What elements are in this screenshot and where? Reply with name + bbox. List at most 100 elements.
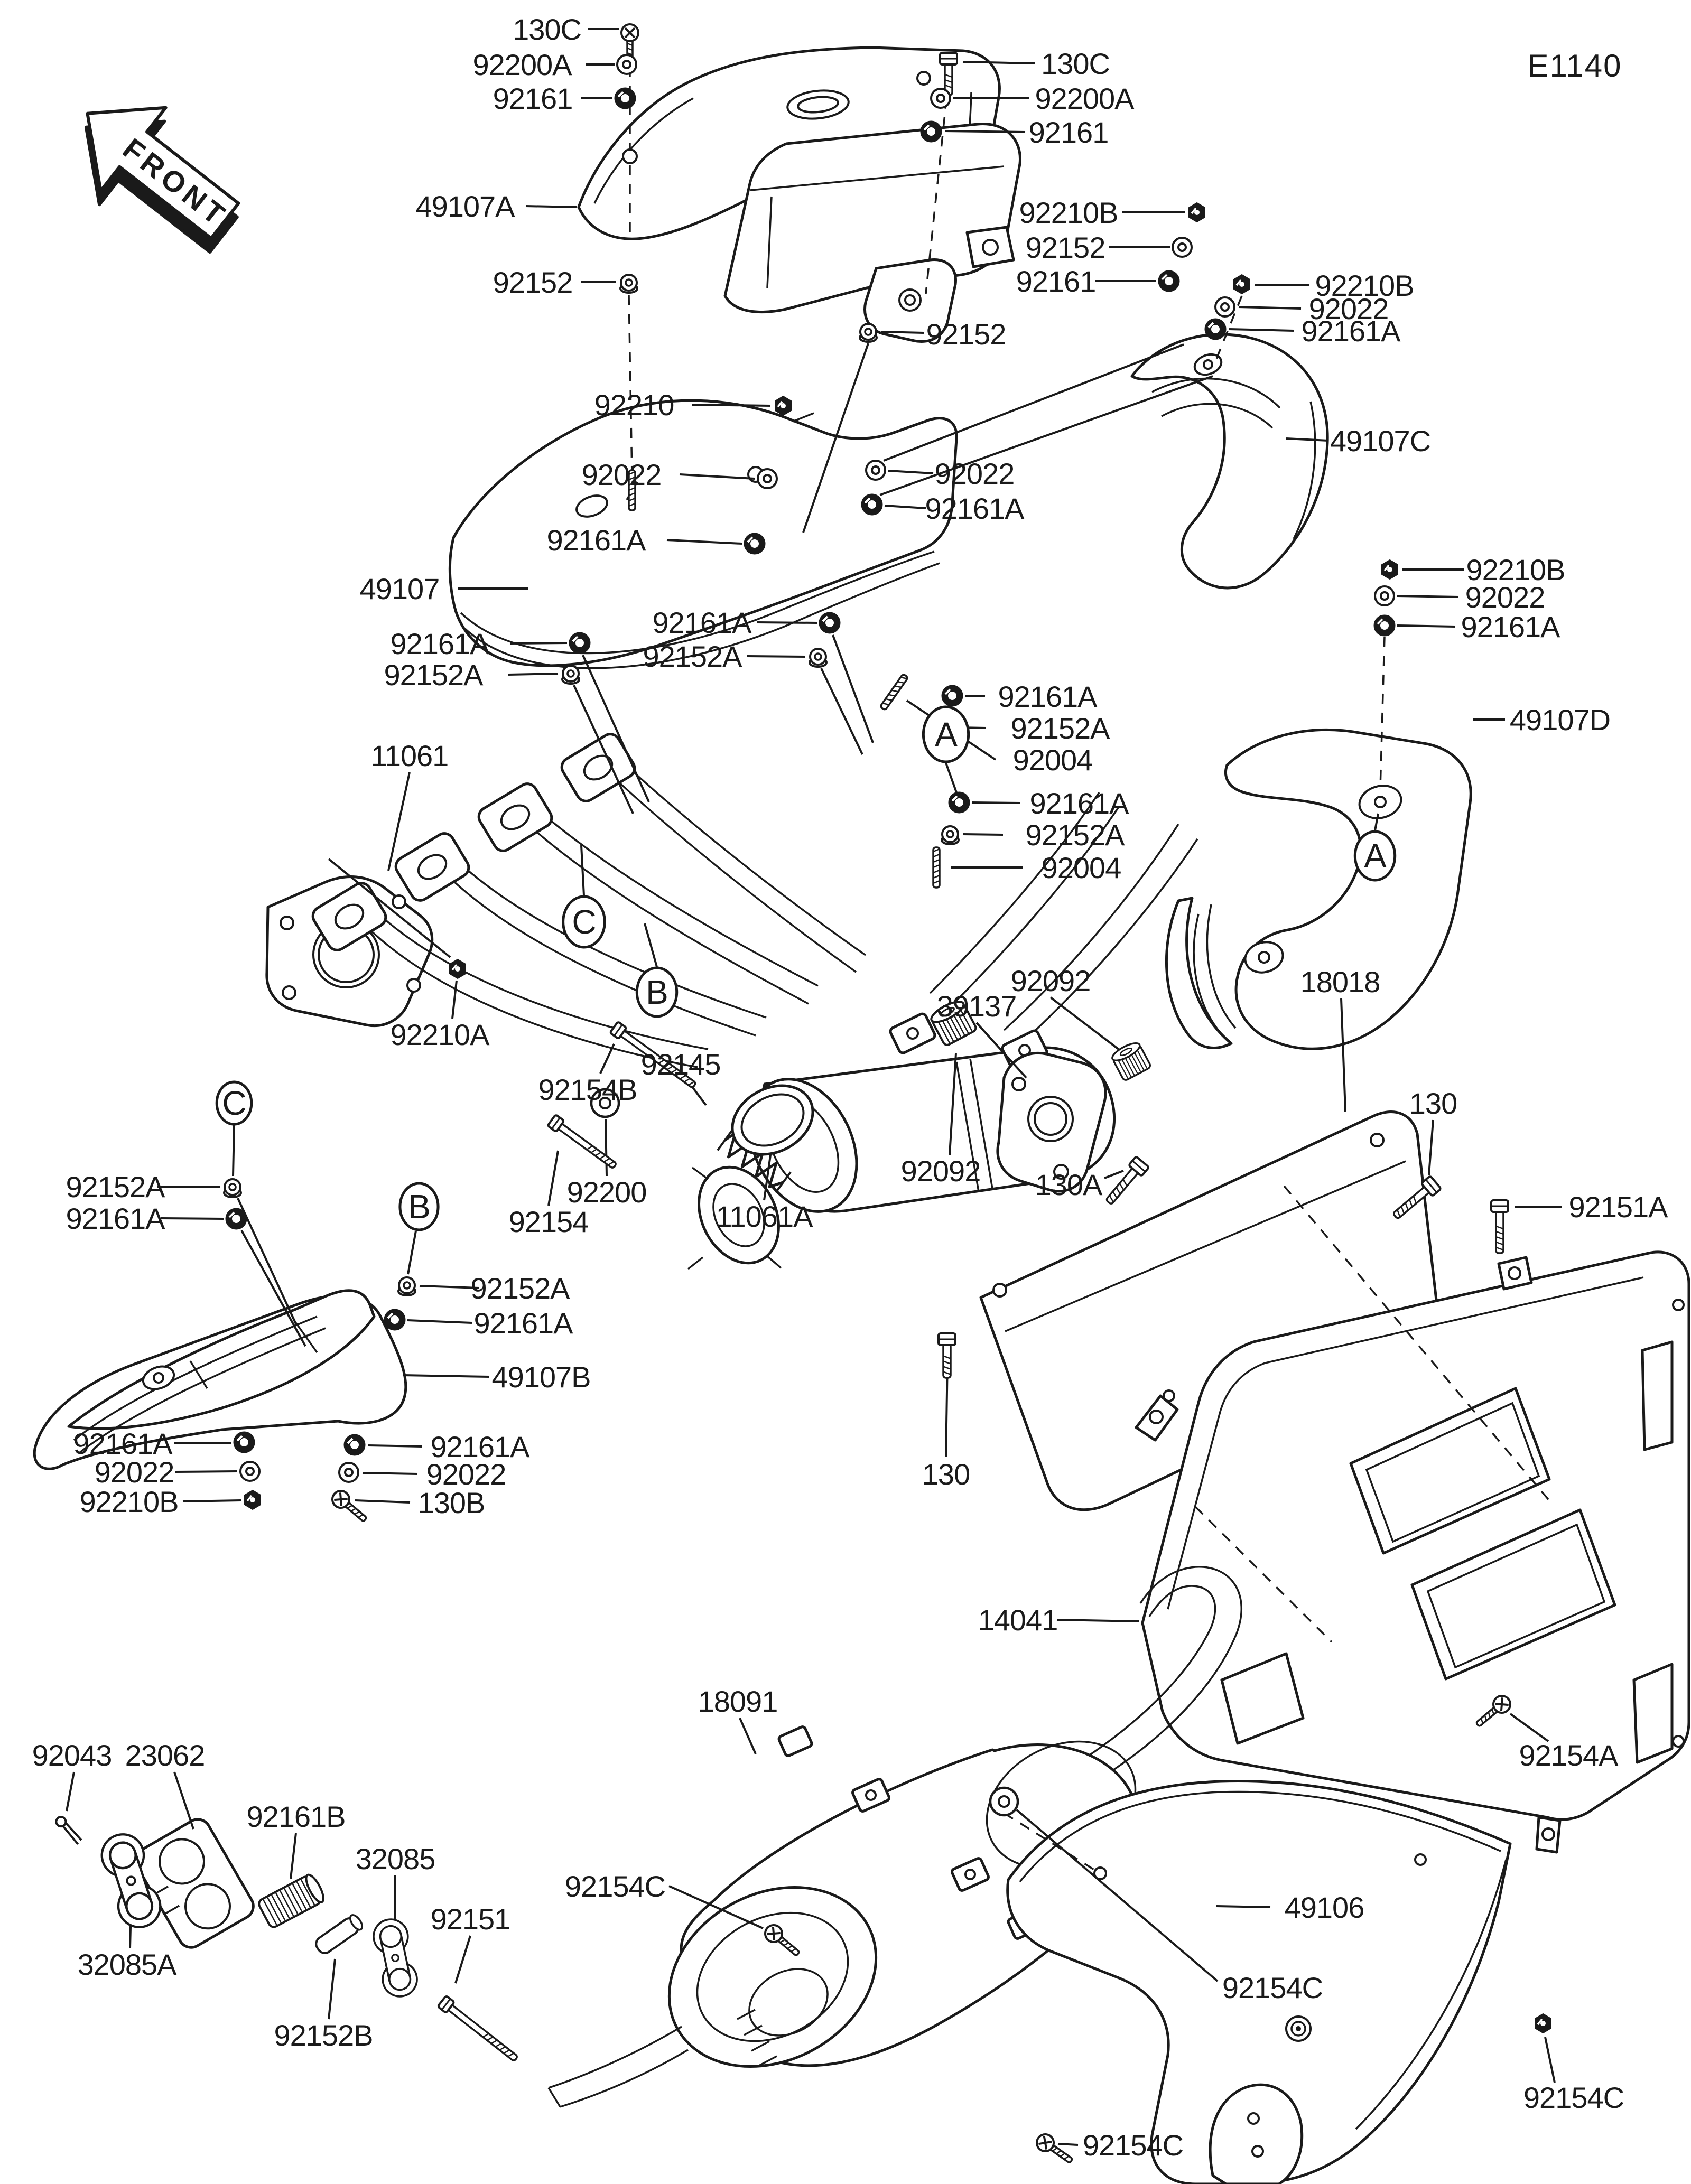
part-number-label: 49106 xyxy=(1285,1891,1364,1924)
leader-line xyxy=(668,1885,764,1929)
leader-line xyxy=(290,1833,297,1879)
ref-leader xyxy=(644,923,658,967)
part-number-label: 92200 xyxy=(567,1175,647,1209)
leader-line xyxy=(1544,2037,1556,2083)
washer-icon xyxy=(1374,585,1395,606)
part-number-label: 92092 xyxy=(1011,964,1091,997)
leader-line xyxy=(605,1118,608,1177)
heat-shield-49107c xyxy=(1130,333,1329,590)
part-number-label: 92022 xyxy=(1465,581,1545,614)
leader-line xyxy=(962,61,1035,64)
flange-icon xyxy=(561,665,580,685)
grom-icon xyxy=(233,1431,255,1453)
washer-icon xyxy=(757,468,778,489)
cap-icon xyxy=(930,1001,977,1046)
muffler-cover-49106 xyxy=(1006,1780,1512,2184)
part-number-label: 49107 xyxy=(360,572,440,605)
part-number-label: 92210B xyxy=(1466,553,1565,586)
grom-icon xyxy=(343,1434,366,1456)
screw-icon xyxy=(764,1924,800,1956)
screw-icon xyxy=(1475,1695,1511,1727)
grom-icon xyxy=(948,791,970,814)
part-number-label: 92154A xyxy=(1519,1739,1619,1772)
flange-icon xyxy=(619,274,638,294)
flange-icon xyxy=(941,825,960,845)
part-number-label: 92200A xyxy=(1035,82,1135,115)
washer-icon xyxy=(338,1462,359,1483)
leader-line xyxy=(763,1147,773,1201)
part-number-label: 23062 xyxy=(125,1739,205,1772)
part-number-label: 92161 xyxy=(493,82,573,115)
leader-line xyxy=(387,772,411,871)
screw-icon xyxy=(331,1490,367,1522)
strap-icon xyxy=(373,1918,418,1998)
leader-line xyxy=(508,673,559,676)
part-number-label: 92161A xyxy=(73,1427,173,1460)
leader-line xyxy=(1397,624,1456,628)
assembly-axis-dashed xyxy=(1379,636,1386,790)
leader-line xyxy=(1216,1905,1271,1908)
part-number-label: 92152B xyxy=(274,2019,373,2052)
grom-icon xyxy=(384,1309,406,1331)
ref-circle-letter: A xyxy=(1364,837,1387,875)
part-number-label: 92145 xyxy=(641,1048,721,1081)
part-number-label: 11061 xyxy=(371,739,449,772)
diagram-code: E1140 xyxy=(1527,48,1622,83)
nut-icon xyxy=(244,1489,261,1510)
part-number-label: 92152A xyxy=(643,640,742,673)
leader-line xyxy=(1229,328,1294,332)
leader-line xyxy=(182,1499,241,1502)
leader-line xyxy=(884,505,926,509)
part-number-label: 92161A xyxy=(430,1430,530,1463)
leader-line-ext xyxy=(832,634,874,743)
leader-line xyxy=(1056,1619,1140,1622)
ref-leader xyxy=(945,762,958,793)
leader-line-ext xyxy=(328,858,451,958)
part-number-label: 92152 xyxy=(1026,231,1105,264)
leader-line xyxy=(1057,2143,1079,2146)
leader-line xyxy=(66,1771,75,1812)
part-number-label: 130 xyxy=(922,1458,970,1491)
leader-line-ext xyxy=(240,1230,306,1347)
leader-line xyxy=(1238,306,1302,310)
nut-icon xyxy=(775,395,792,416)
leader-line-ext xyxy=(883,343,1184,462)
sleeve-icon xyxy=(315,1914,364,1954)
grom-icon xyxy=(1373,614,1396,637)
leader-line-ext xyxy=(820,668,863,755)
leader-line xyxy=(328,1958,336,2020)
grom-icon xyxy=(1158,270,1180,292)
part-number-label: 92210B xyxy=(1315,269,1414,302)
part-number-label: 92004 xyxy=(1013,743,1093,777)
leader-line-ext xyxy=(879,375,1213,496)
leader-line xyxy=(362,1472,418,1475)
part-number-label: 92161A xyxy=(652,606,752,639)
grom-icon xyxy=(1204,318,1227,340)
bolt-icon xyxy=(1393,1175,1442,1219)
stud-icon xyxy=(628,469,636,511)
part-number-label: 92151A xyxy=(1568,1190,1668,1224)
leader-line xyxy=(402,1374,490,1378)
part-number-label: 92161A xyxy=(1301,314,1401,348)
grom-icon xyxy=(819,612,841,634)
part-number-label: 92154C xyxy=(1222,1971,1323,2004)
boltL-icon xyxy=(609,1021,696,1088)
leader-line xyxy=(679,473,755,480)
front-arrow: FRONT xyxy=(84,106,240,254)
part-number-label: 92154C xyxy=(565,1870,665,1903)
assembly-axis-dashed xyxy=(1194,1506,1333,1643)
part-number-label: 92022 xyxy=(582,458,662,491)
leader-line xyxy=(161,1217,224,1220)
washer-icon xyxy=(616,54,637,75)
ref-leader xyxy=(1374,813,1379,831)
leader-line-ext xyxy=(802,343,869,533)
leader-line xyxy=(692,404,771,407)
grom-icon xyxy=(569,632,591,654)
washer-icon xyxy=(1172,237,1193,258)
part-number-label: 92022 xyxy=(1309,292,1389,325)
part-number-label: 92152 xyxy=(493,266,573,299)
nut-icon xyxy=(1535,2013,1551,2034)
ref-circle-letter: A xyxy=(935,715,958,753)
part-number-label: 92154C xyxy=(1523,2081,1624,2114)
part-number-label: 92161A xyxy=(390,627,490,660)
